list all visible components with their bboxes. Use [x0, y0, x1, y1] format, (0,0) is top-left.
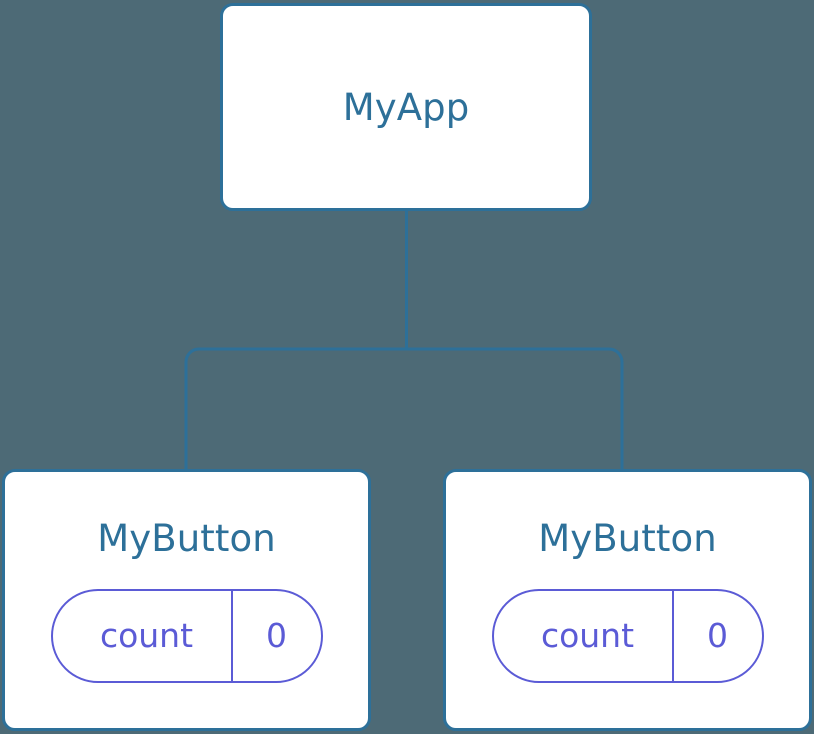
state-key: count — [99, 616, 194, 655]
node-title: MyButton — [538, 516, 717, 560]
state-value: 0 — [230, 590, 321, 681]
tree-node-mybutton-2[interactable]: MyButton count 0 — [443, 469, 812, 731]
edge-to-child-right — [406, 347, 624, 470]
state-value: 0 — [671, 590, 762, 681]
node-title: MyApp — [342, 85, 470, 129]
state-chip[interactable]: count 0 — [50, 588, 323, 683]
state-chip[interactable]: count 0 — [491, 588, 764, 683]
tree-node-myapp[interactable]: MyApp — [220, 3, 592, 211]
node-title: MyButton — [97, 516, 276, 560]
edge-to-child-left — [184, 347, 407, 470]
tree-node-mybutton-1[interactable]: MyButton count 0 — [2, 469, 371, 731]
state-key: count — [540, 616, 635, 655]
